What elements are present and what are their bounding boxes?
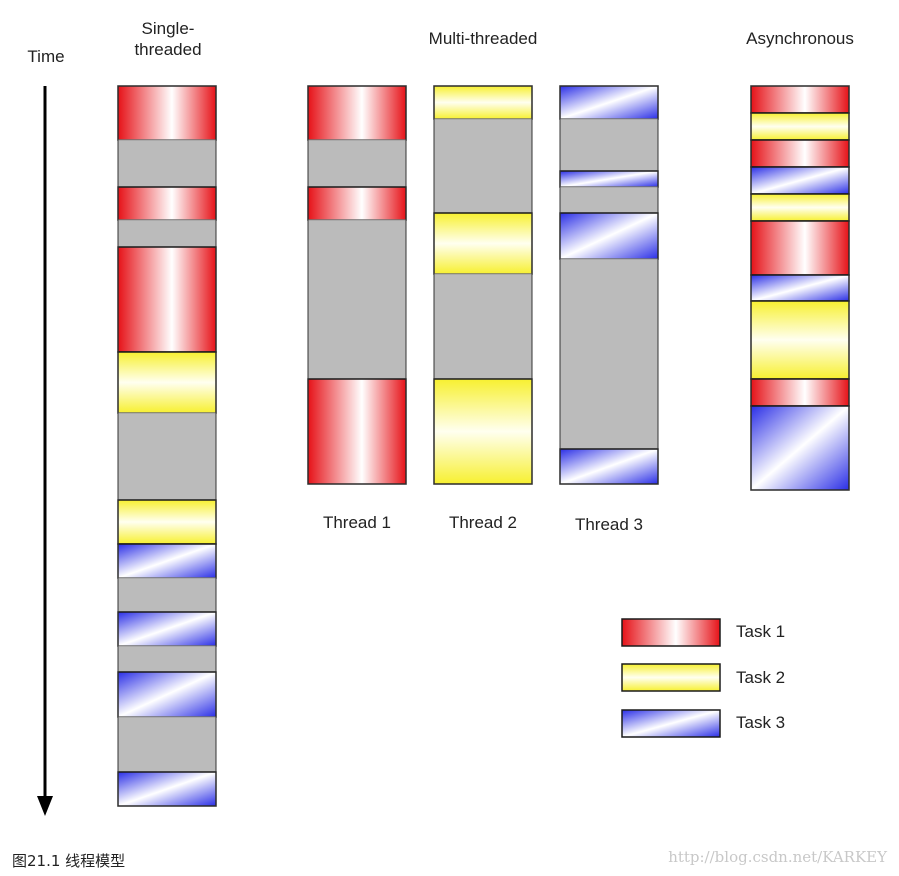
thread-1-label: Thread 1 [322,513,392,532]
idle-block [559,118,659,172]
thread-2-label: Thread 2 [448,513,518,532]
legend-swatch-task-3 [621,709,721,738]
idle-block [117,577,217,613]
task-3-block [750,405,850,491]
figure-caption: 图21.1 线程模型 [12,852,126,870]
column-title-single-threaded: Single- threaded [134,19,202,59]
idle-block [117,412,217,501]
timeline-column [559,85,659,485]
idle-block [117,645,217,673]
task-3-block [559,85,659,120]
task-1-block [307,186,407,221]
timeline-column [433,85,533,485]
task-3-block [750,166,850,195]
task-1-block [117,186,217,221]
task-3-block [117,771,217,807]
idle-block [559,186,659,214]
task-2-block [117,351,217,414]
task-2-block [750,300,850,380]
task-3-block [559,212,659,260]
task-1-block [117,246,217,353]
task-2-block [750,112,850,141]
task-3-block [117,543,217,579]
task-1-block [117,85,217,141]
idle-block [433,118,533,214]
task-1-block [750,378,850,407]
thread-3-label: Thread 3 [574,515,644,534]
task-1-block [307,85,407,141]
task-2-block [433,212,533,275]
task-3-block [559,448,659,485]
task-1-block [307,378,407,485]
task-2-block [433,85,533,120]
task-2-block [117,499,217,545]
legend-swatch-task-1 [621,618,721,647]
timeline-column [307,85,407,485]
task-2-block [750,193,850,222]
timeline-column [750,85,850,491]
idle-block [307,219,407,380]
column-title-asynchronous: Asynchronous [746,29,854,48]
idle-block [117,139,217,188]
task-3-block [559,170,659,188]
task-3-block [117,671,217,718]
idle-block [117,219,217,248]
idle-block [307,139,407,188]
task-1-block [750,220,850,276]
watermark: http://blog.csdn.net/KARKEY [668,848,887,866]
idle-block [433,273,533,380]
legend-swatch-task-2 [621,663,721,692]
legend-label-task-3: Task 3 [736,713,786,732]
task-2-block [433,378,533,485]
idle-block [559,258,659,450]
time-axis-label: Time [27,47,65,66]
idle-block [117,716,217,773]
time-arrow [37,86,53,816]
task-3-block [117,611,217,647]
legend-label-task-1: Task 1 [736,622,786,641]
legend-label-task-2: Task 2 [736,668,786,687]
column-title-multi-threaded: Multi-threaded [428,29,538,48]
task-3-block [750,274,850,302]
timeline-column [117,85,217,807]
task-1-block [750,139,850,168]
task-1-block [750,85,850,114]
